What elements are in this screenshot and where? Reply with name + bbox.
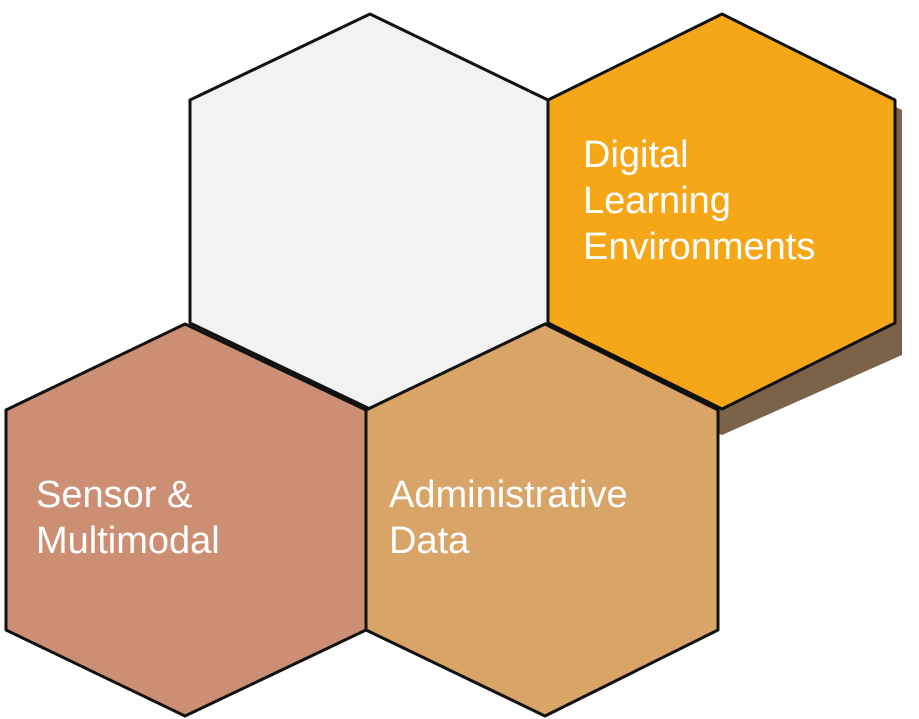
administrative-data-label: Administrative Data [389,472,628,564]
administrative-data-hexagon [364,322,720,718]
sensor-multimodal-label-line-2: Multimodal [36,520,220,562]
digital-learning-label-line-2: Learning [583,180,731,222]
digital-learning-label-line-3: Environments [583,226,816,268]
digital-learning-label: Digital Learning Environments [583,132,815,270]
administrative-data-label-line-1: Administrative [389,474,628,516]
administrative-data-label-line-2: Data [389,520,470,562]
digital-learning-label-line-1: Digital [583,134,689,176]
sensor-multimodal-label: Sensor & Multimodal [36,472,220,564]
sensor-multimodal-label-line-1: Sensor & [36,474,193,516]
digital-learning-hexagon [546,12,897,411]
